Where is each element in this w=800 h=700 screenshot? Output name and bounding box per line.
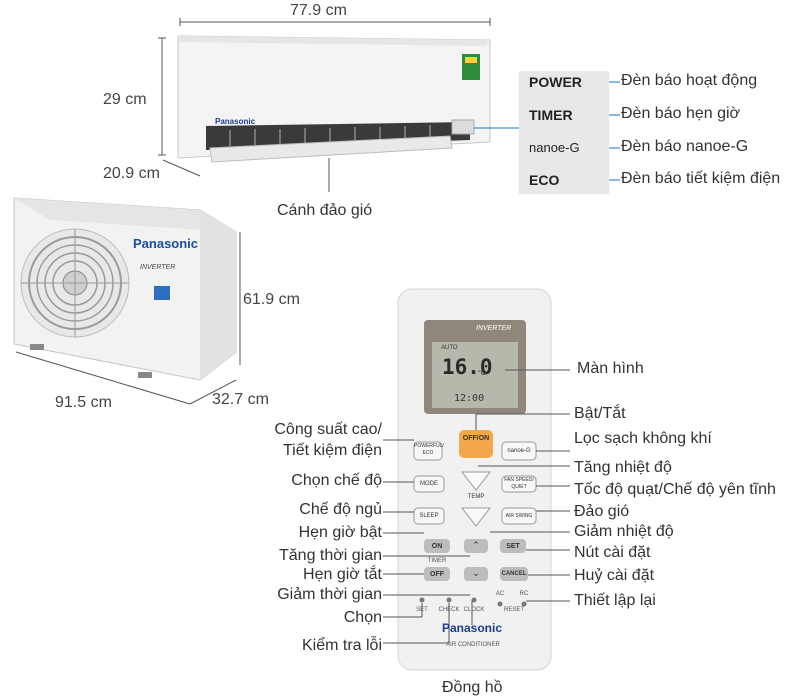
callout-sleep: Chế độ ngủ bbox=[299, 501, 382, 518]
louver-label: Cánh đảo gió bbox=[277, 202, 373, 219]
callout-mode: Chọn chế độ bbox=[291, 472, 382, 489]
time-up-button[interactable]: ⌃ bbox=[472, 540, 480, 550]
check-label: CHECK bbox=[438, 607, 460, 613]
indicator-legend: POWER TIMER nanoe-G ECO bbox=[519, 71, 609, 194]
callout-check: Kiểm tra lỗi bbox=[301, 637, 382, 654]
callout-clock: Đồng hồ bbox=[442, 679, 503, 696]
outdoor-inverter-badge: INVERTER bbox=[140, 264, 176, 271]
rc-label: RC bbox=[519, 591, 529, 597]
fan-speed-button[interactable]: FAN SPEED/ QUIET bbox=[504, 477, 534, 490]
callout-cancel: Huỷ cài đặt bbox=[574, 567, 655, 584]
indicator-desc-nanoe: Đèn báo nanoe-G bbox=[621, 138, 749, 155]
remote-display-mode: AUTO bbox=[441, 345, 458, 351]
callout-powerful: Công suất cao/ bbox=[274, 421, 382, 438]
remote-display-temp: 16.0 bbox=[442, 355, 493, 379]
outdoor-width-label: 91.5 cm bbox=[55, 394, 112, 411]
callout-time-up: Tăng thời gian bbox=[279, 547, 382, 564]
callout-air-purify: Lọc sạch không khí bbox=[574, 430, 712, 447]
remote-footer: AIR CONDITIONER bbox=[446, 642, 500, 648]
remote-display-unit: °C bbox=[478, 370, 486, 377]
cancel-button[interactable]: CANCEL bbox=[501, 571, 527, 577]
outdoor-brand-logo: Panasonic bbox=[133, 236, 199, 251]
powerful-eco-button[interactable]: POWERFUL/ ECO bbox=[414, 443, 444, 456]
temp-label: TEMP bbox=[467, 494, 485, 500]
callout-lines-right bbox=[475, 369, 570, 602]
callout-temp-up: Tăng nhiệt độ bbox=[574, 459, 672, 476]
indoor-unit bbox=[177, 35, 491, 192]
callout-temp-down: Giảm nhiệt độ bbox=[574, 523, 674, 540]
set-small-label: SET bbox=[416, 607, 428, 613]
callout-set: Nút cài đặt bbox=[574, 544, 651, 561]
callout-swing: Đảo gió bbox=[574, 503, 630, 520]
indoor-dimension-lines bbox=[158, 18, 491, 177]
outdoor-unit bbox=[13, 197, 237, 381]
callout-timer-off: Hẹn giờ tắt bbox=[303, 566, 382, 583]
callout-reset: Thiết lập lại bbox=[574, 592, 656, 609]
sleep-button[interactable]: SLEEP bbox=[419, 513, 439, 519]
callout-select: Chọn bbox=[343, 609, 382, 626]
remote-inverter-badge: INVERTER bbox=[476, 325, 512, 332]
indicator-desc-timer: Đèn báo hẹn giờ bbox=[621, 105, 741, 122]
callout-lines-left bbox=[383, 439, 470, 644]
nanoe-g-button[interactable]: nanoe-G bbox=[507, 448, 531, 454]
callout-power-toggle: Bật/Tắt bbox=[574, 405, 626, 422]
indoor-width-label: 77.9 cm bbox=[290, 2, 347, 19]
indoor-height-label: 29 cm bbox=[103, 91, 147, 108]
remote-control bbox=[397, 288, 552, 671]
air-swing-button[interactable]: AIR SWING bbox=[505, 513, 533, 519]
indicator-code-eco: ECO bbox=[529, 172, 560, 188]
indoor-depth-label: 20.9 cm bbox=[103, 165, 160, 182]
remote-display-time: 12:00 bbox=[454, 393, 485, 404]
outdoor-dimension-lines bbox=[15, 232, 241, 405]
mode-button[interactable]: MODE bbox=[420, 481, 438, 487]
ac-label: AC bbox=[495, 591, 505, 597]
set-button[interactable]: SET bbox=[506, 543, 520, 550]
clock-label: CLOCK bbox=[463, 607, 485, 613]
remote-brand-logo: Panasonic bbox=[442, 621, 503, 635]
callout-display: Màn hình bbox=[577, 360, 644, 377]
outdoor-depth-label: 32.7 cm bbox=[212, 391, 269, 408]
timer-label: TIMER bbox=[427, 558, 447, 564]
timer-on-button[interactable]: ON bbox=[431, 543, 443, 550]
indicator-desc-eco: Đèn báo tiết kiệm điện bbox=[621, 170, 781, 187]
indoor-brand-logo: Panasonic bbox=[215, 117, 256, 126]
timer-off-button[interactable]: OFF bbox=[430, 571, 444, 578]
reset-label: RESET bbox=[503, 607, 524, 613]
callout-fan-speed: Tốc độ quạt/Chế độ yên tĩnh bbox=[574, 481, 776, 498]
time-down-button[interactable]: ⌄ bbox=[472, 568, 480, 578]
indicator-desc-power: Đèn báo hoạt động bbox=[621, 72, 758, 89]
callout-eco: Tiết kiệm điện bbox=[283, 442, 382, 459]
indicator-code-nanoe: nanoe-G bbox=[529, 140, 580, 155]
callout-time-down: Giảm thời gian bbox=[277, 586, 382, 603]
indicator-code-timer: TIMER bbox=[529, 107, 573, 123]
off-on-button[interactable]: OFF/ON bbox=[462, 435, 490, 442]
indicator-code-power: POWER bbox=[529, 74, 582, 90]
callout-timer-on: Hẹn giờ bật bbox=[298, 524, 382, 541]
outdoor-height-label: 61.9 cm bbox=[243, 291, 300, 308]
